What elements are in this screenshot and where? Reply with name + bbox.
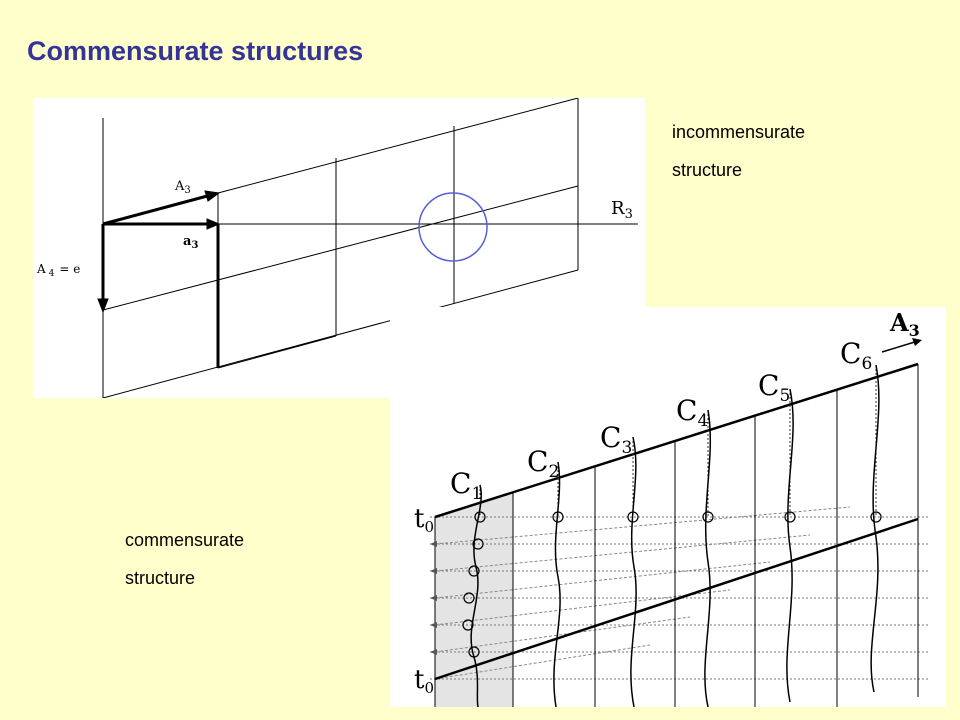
wave-c3 [630,436,637,708]
arrow-head [430,541,437,547]
arrow-head [204,190,221,202]
incommensurate-caption: incommensurate structure [672,113,805,189]
projection-line [434,506,851,545]
arrow-head [912,338,922,346]
lattice-line [102,269,579,399]
projection-line [434,644,651,680]
atom-marker [870,511,882,523]
arrow-head [430,568,437,574]
projection-line [434,616,691,653]
caption-line-1: commensurate [125,530,245,550]
commensurate-caption: commensurate structure [125,521,244,597]
atom-marker [627,511,639,523]
slide-title: Commensurate structures [27,36,364,66]
upper-slant-line [434,362,919,519]
projection-line [434,534,811,572]
t0-lower-label: t0 [414,665,434,697]
modulation-waves [470,364,880,708]
atom-marker [462,619,474,631]
column-label-c2: C2 [527,445,559,482]
vector-A3-arrow [102,193,212,226]
wave-c6 [870,364,880,693]
caption-line-1: incommensurate [672,122,806,142]
wave-c1 [470,484,482,708]
projection-line [434,589,731,626]
projection-lines [434,506,851,680]
atom-marker [702,511,714,523]
arrow-head [430,649,437,655]
lattice-slants [102,97,579,399]
atom-marker [474,511,486,523]
arrow-head [206,218,221,230]
grid-verticals [434,364,919,707]
atom-marker [472,538,484,550]
vector-A3-label: A3 [174,179,191,196]
wave-c5 [786,388,794,703]
a3-axis-label: A3 [889,308,920,340]
atom-marker [463,592,475,604]
atom-markers [462,511,882,658]
arrow-head [97,298,109,314]
commensurate-lattice-svg: A3 t0 t0 C1 C2 C3 C4 C5 C6 [414,308,930,708]
highlight-circle [418,192,488,262]
atom-marker [468,646,480,658]
wave-c2 [553,461,561,708]
column-label-c6: C6 [840,337,872,374]
commensurate-figure: A3 t0 t0 C1 C2 C3 C4 C5 C6 [390,307,946,708]
column-label-c3: C3 [600,421,632,458]
vector-a3-label: a3 [183,234,198,251]
caption-line-2: structure [672,160,743,180]
lower-slant-line [434,517,919,681]
arrow-head [430,622,437,628]
projection-line [434,561,771,599]
atom-marker [552,511,564,523]
time-lines [430,516,930,680]
column-label-c5: C5 [758,369,790,406]
lattice-line [102,185,579,311]
column-label-c1: C1 [450,467,482,504]
lattice-line [217,97,579,194]
a3-direction-arrow [881,340,919,353]
caption-line-2: structure [125,568,196,588]
t0-upper-label: t0 [414,504,434,536]
basis-vectors [97,190,221,314]
wave-c4 [704,409,712,708]
column-label-c4: C4 [676,394,708,431]
lattice-line [217,335,337,369]
time-arrowheads [430,541,437,655]
atom-marker [468,565,480,577]
r3-axis-label: R3 [611,198,633,222]
arrow-head [430,595,437,601]
atom-marker [784,511,796,523]
